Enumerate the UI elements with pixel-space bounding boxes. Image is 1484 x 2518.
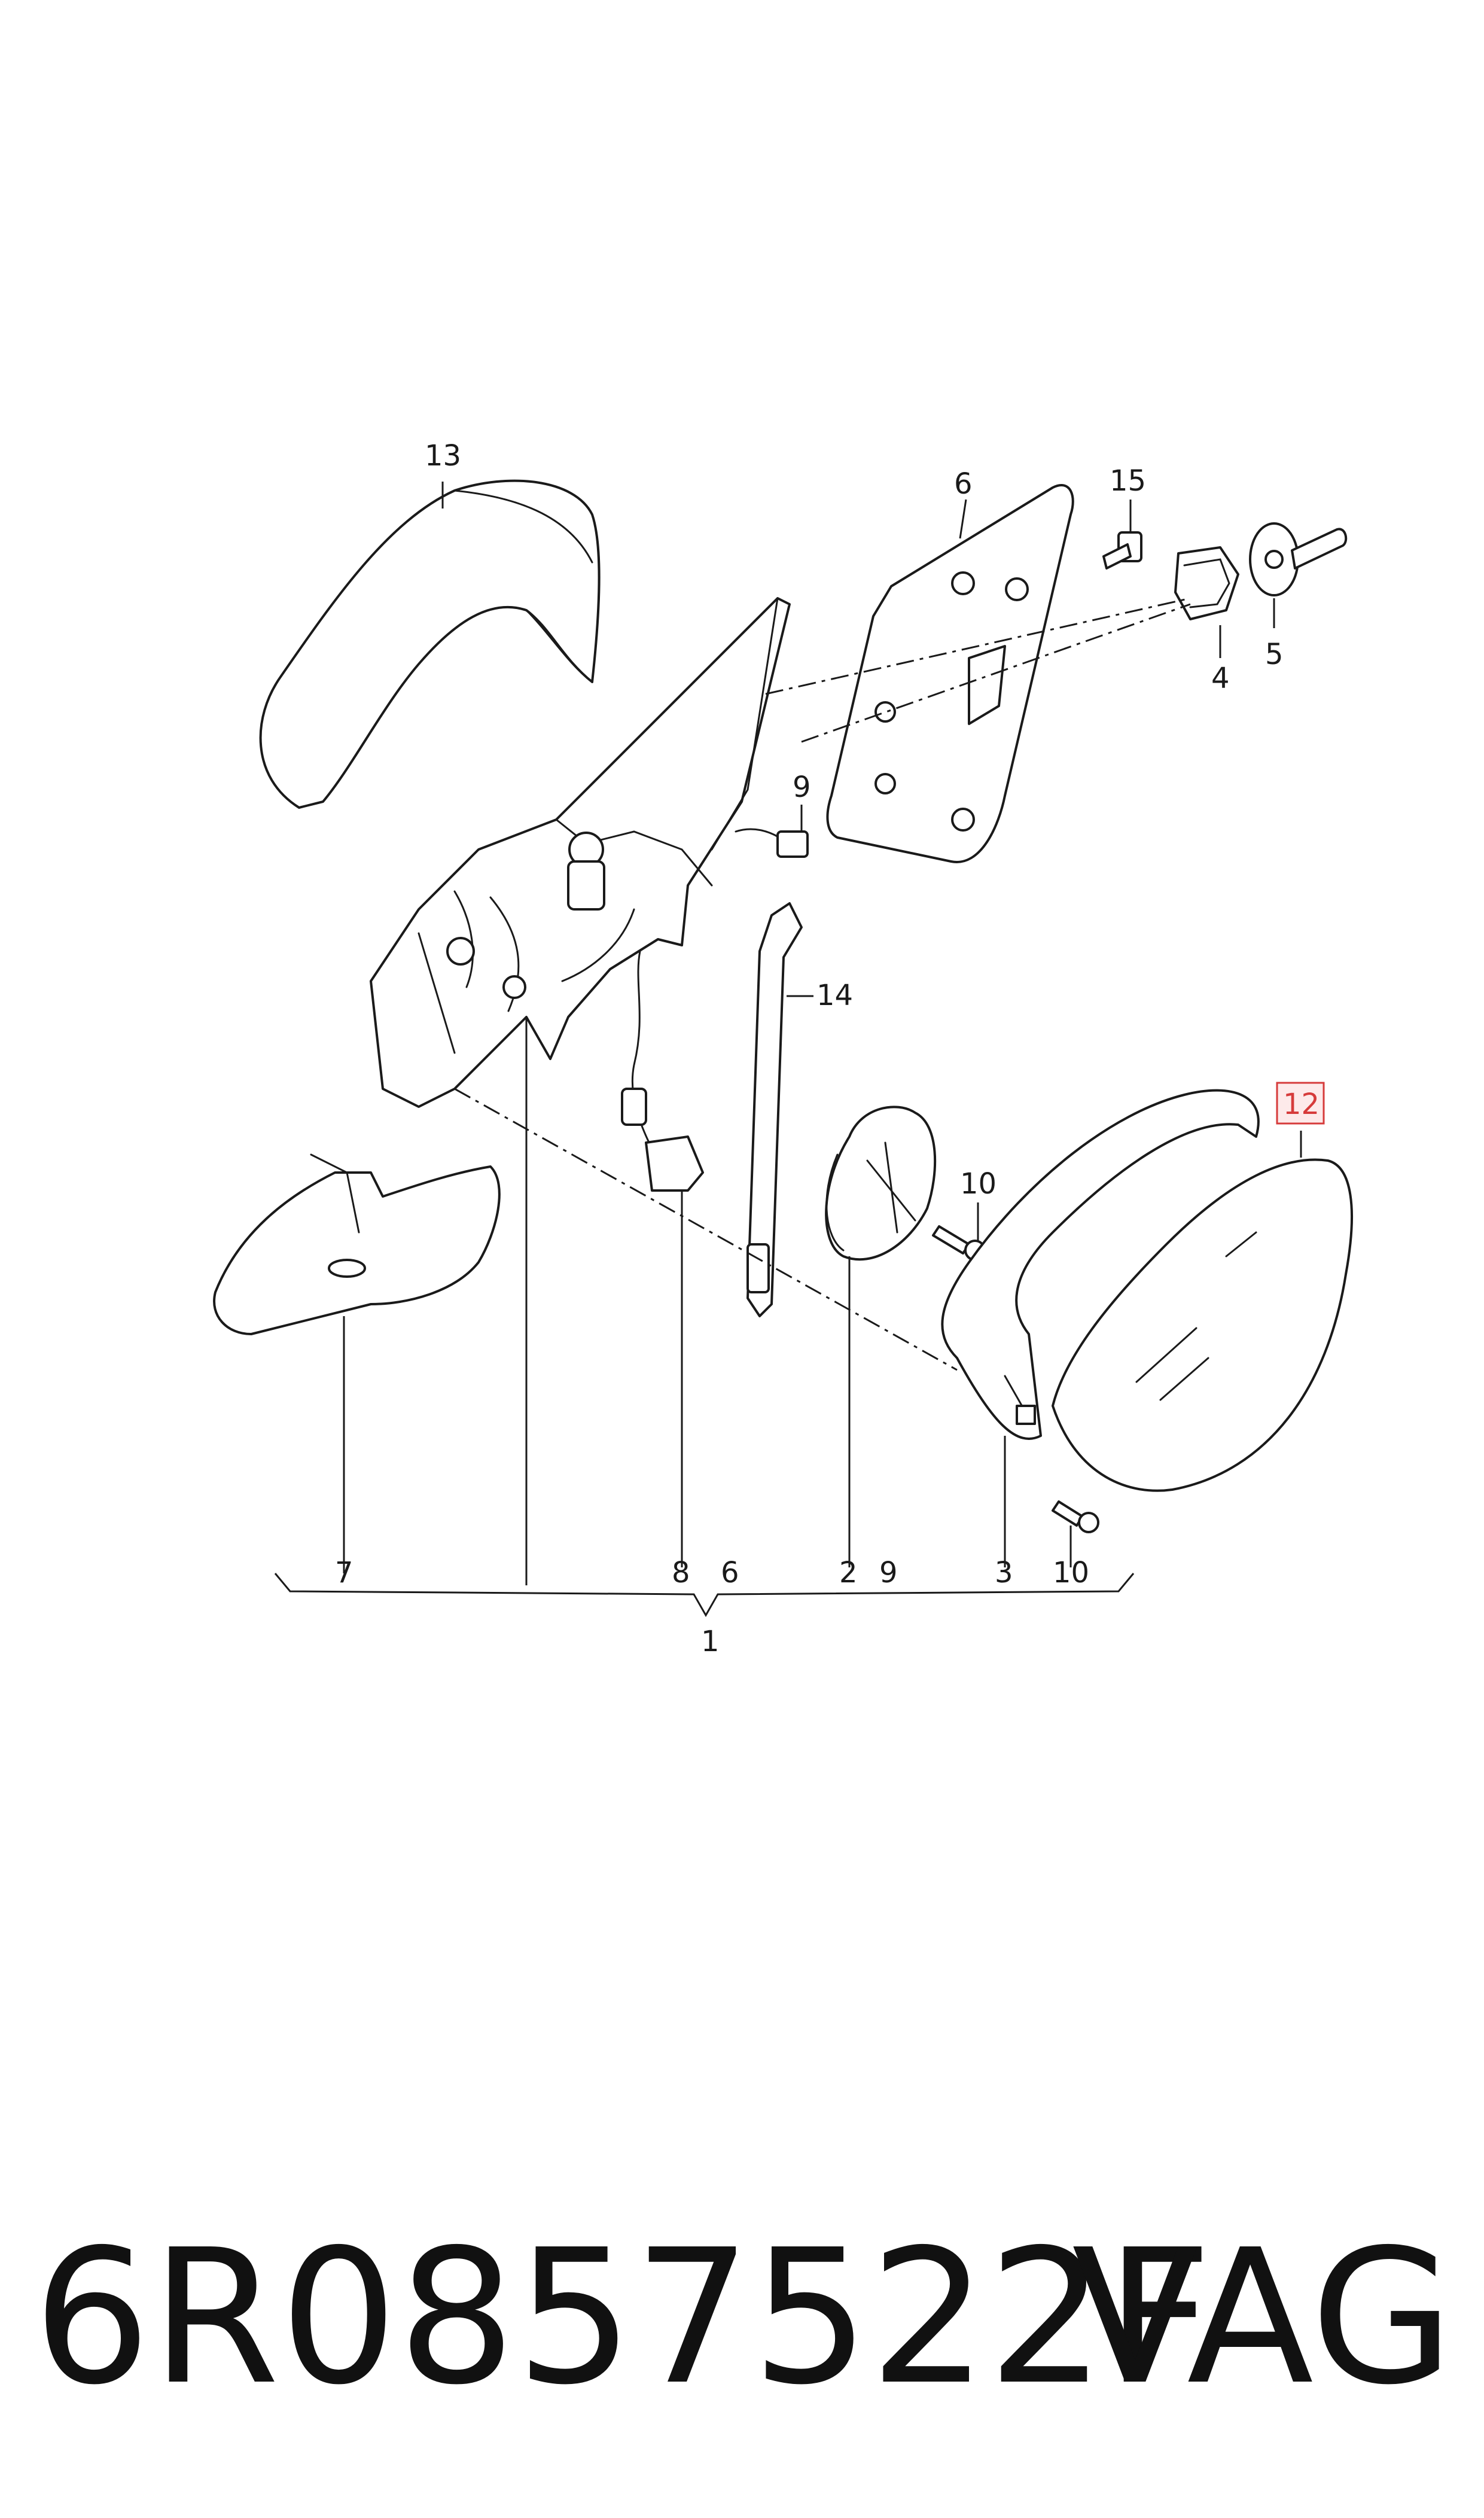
callout-9-assembly: 9 (879, 1556, 898, 1590)
callout-1: 1 (701, 1625, 720, 1658)
callout-6-assembly: 6 (721, 1556, 739, 1590)
callout-15: 15 (1110, 464, 1146, 498)
mirror-housing-assembly (370, 597, 791, 1108)
bolt-part-15 (1102, 531, 1142, 570)
wiring-connector-part-9 (735, 828, 809, 858)
mirror-base-plate-part-6 (826, 484, 1074, 863)
part-number-text: 6R0857522F (33, 2210, 1212, 2426)
adjustment-motor-part-2 (825, 1106, 937, 1261)
bracket-part-14 (746, 902, 803, 1317)
callout-14: 14 (816, 979, 853, 1012)
callout-4: 4 (1211, 662, 1230, 695)
callout-2: 2 (839, 1556, 858, 1590)
callout-labels: 13 6 15 4 5 9 14 10 12 7 8 6 2 9 3 10 1 (335, 439, 1325, 1658)
mirror-glass-part-12 (1052, 1158, 1353, 1492)
brand-text: VAG (1071, 2210, 1454, 2426)
mirror-cap-part-13 (259, 479, 601, 809)
nut-part-4 (1174, 546, 1239, 620)
lower-cover-part-7 (213, 1153, 501, 1335)
callout-leader-lines (274, 482, 1302, 1618)
callout-10-upper: 10 (960, 1167, 997, 1201)
callout-3: 3 (995, 1556, 1013, 1590)
assembly-axis-lines (454, 597, 1191, 1371)
callout-5: 5 (1265, 638, 1284, 671)
callout-12-highlight-box (1276, 1082, 1325, 1125)
callout-10-lower: 10 (1053, 1556, 1089, 1590)
callout-6-plate: 6 (954, 467, 973, 501)
callout-13: 13 (425, 439, 461, 473)
callout-7: 7 (335, 1556, 354, 1590)
screw-washer-part-5 (1249, 522, 1348, 596)
callout-8: 8 (672, 1556, 690, 1590)
callout-12: 12 (1283, 1088, 1320, 1121)
wiring-harness-part-8 (621, 950, 704, 1192)
screw-part-10-lower (1052, 1500, 1099, 1533)
callout-9-connector: 9 (793, 771, 811, 804)
mirror-shell-part-3 (941, 1089, 1260, 1440)
